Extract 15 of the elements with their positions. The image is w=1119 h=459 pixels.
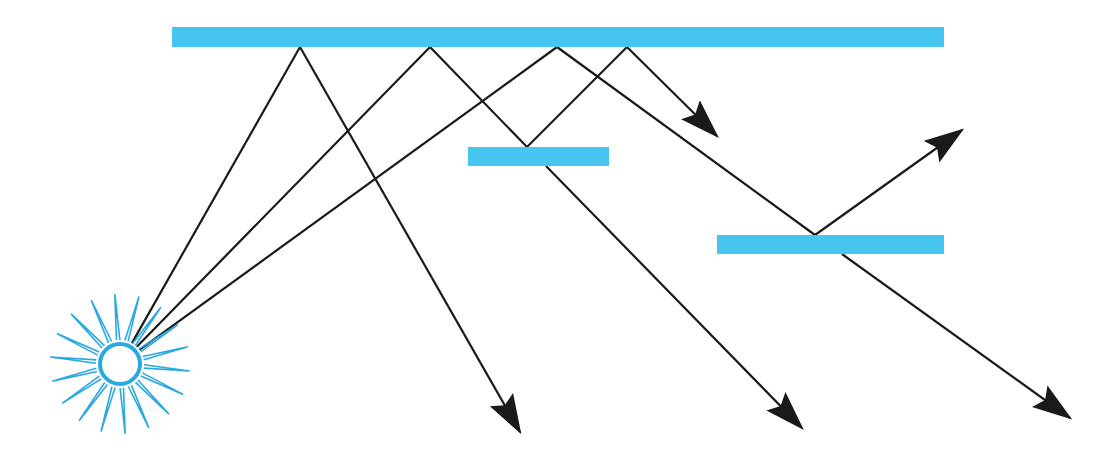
arrow — [545, 165, 804, 430]
light-source-icon — [48, 292, 192, 436]
ray-line — [429, 46, 528, 148]
ray-line — [138, 46, 558, 351]
arrow — [626, 46, 719, 138]
ray-line — [136, 46, 431, 348]
arrow — [814, 128, 965, 236]
mirror-bar — [717, 235, 944, 254]
ray-line — [526, 46, 628, 148]
arrow — [299, 46, 522, 435]
mirror-bar — [468, 147, 609, 166]
ray-line — [556, 46, 816, 236]
mirror-bar — [172, 27, 944, 47]
ray-line — [130, 46, 301, 344]
arrow — [841, 253, 1073, 420]
